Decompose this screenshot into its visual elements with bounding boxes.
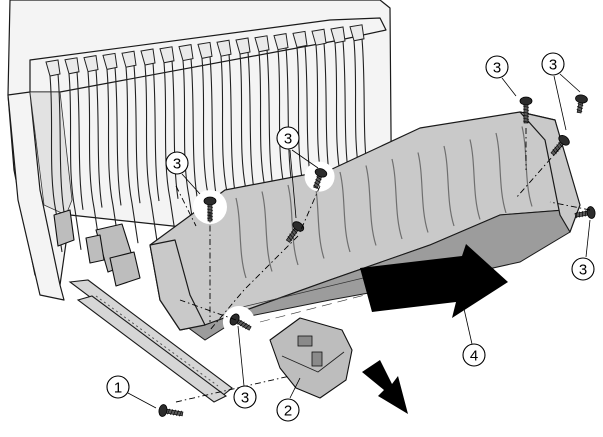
callout-3-top-right-b-label: 3 <box>549 57 557 74</box>
callout-3-right: 3 <box>571 219 595 281</box>
guide-finger <box>178 44 198 237</box>
guide-finger <box>121 50 141 244</box>
screws-group <box>158 94 596 417</box>
removal-arrow-bracket <box>362 360 408 414</box>
spring-top-right <box>550 134 570 156</box>
screw-top-right-b <box>575 94 588 114</box>
callout-3-bottom-label: 3 <box>241 390 249 407</box>
screw-center <box>304 161 335 192</box>
callout-2-label: 2 <box>284 403 292 420</box>
guide-finger <box>140 48 160 242</box>
callout-1: 1 <box>106 375 157 409</box>
removal-arrow-tray <box>360 244 508 318</box>
guide-finger <box>45 59 65 253</box>
callout-3-right-label: 3 <box>579 262 587 279</box>
bracket-part <box>269 317 353 399</box>
tray-rib <box>287 184 299 266</box>
tray-rib <box>443 145 455 227</box>
screw-right <box>574 206 596 219</box>
callout-2: 2 <box>276 377 301 422</box>
lower-guide-rail <box>53 209 233 403</box>
alignment-lines <box>175 128 591 403</box>
paper-guide-fingers <box>45 24 369 253</box>
tray-rib <box>365 165 377 246</box>
tray-rib <box>521 126 533 207</box>
callout-3-left: 3 <box>165 151 201 195</box>
guide-finger <box>102 52 122 246</box>
callout-4: 4 <box>461 299 486 367</box>
tray-rib <box>469 139 481 220</box>
tray-rib <box>391 158 403 240</box>
callout-3-top-right-a: 3 <box>485 55 517 97</box>
callout-3-bottom: 3 <box>233 325 257 409</box>
callout-3-left-label: 3 <box>173 156 181 173</box>
screw-bottom <box>222 306 255 338</box>
tray-rib <box>235 197 247 279</box>
tray-rib <box>339 171 351 253</box>
callout-4-label: 4 <box>470 348 478 365</box>
screw-top-right-a <box>519 96 533 124</box>
guide-finger <box>197 41 217 235</box>
screw-left <box>193 190 227 224</box>
guide-finger <box>83 55 103 248</box>
tray-rib <box>261 191 273 272</box>
guide-finger <box>64 57 84 250</box>
guide-finger <box>235 37 255 231</box>
tray-rib <box>417 152 429 233</box>
callout-3-top-right-b: 3 <box>541 52 581 131</box>
callout-1-label: 1 <box>114 380 122 397</box>
guide-finger <box>159 46 179 239</box>
tray-rib <box>495 132 507 214</box>
callout-3-center-label: 3 <box>284 131 292 148</box>
callout-3-top-right-a-label: 3 <box>493 60 501 77</box>
guide-finger <box>216 39 236 233</box>
screw-spring-center <box>285 221 305 243</box>
screw-part-1 <box>158 404 184 417</box>
callout-3-center: 3 <box>276 126 319 219</box>
